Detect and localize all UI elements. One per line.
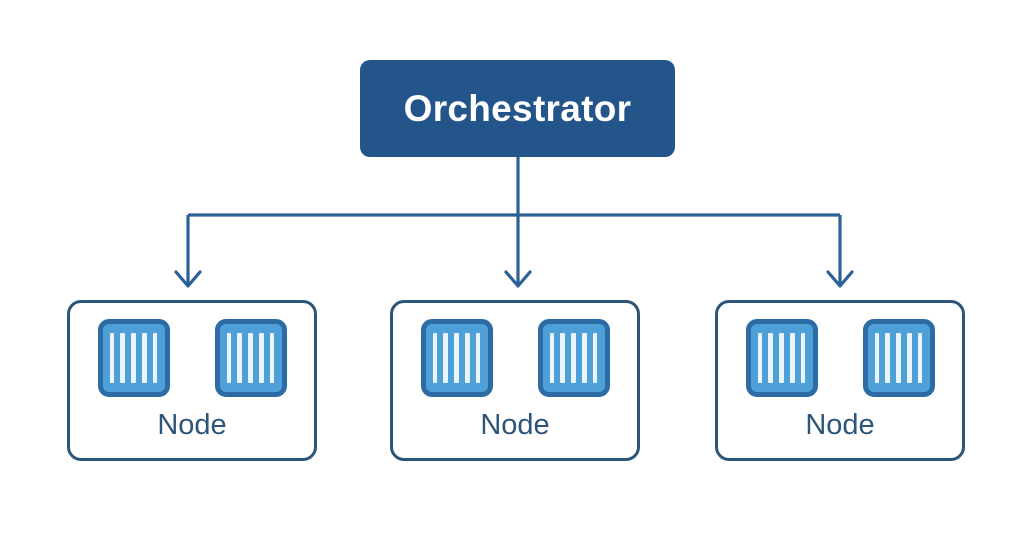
server-bar [454, 333, 459, 383]
orchestrator-node[interactable]: Orchestrator [360, 60, 675, 157]
server-bar [475, 333, 481, 383]
server-bar [120, 333, 126, 383]
node-icon-row [70, 319, 314, 397]
server-icon [862, 319, 935, 397]
server-bar [269, 333, 275, 383]
server-bar [800, 333, 806, 383]
server-icon [97, 319, 170, 397]
server-bar [109, 333, 115, 383]
server-bar [226, 333, 232, 383]
node-icon-row [718, 319, 962, 397]
server-bar [779, 333, 784, 383]
server-bar [757, 333, 763, 383]
server-bar [571, 333, 576, 383]
orchestrator-label: Orchestrator [403, 88, 632, 129]
node-box[interactable]: Node [67, 300, 317, 461]
server-icon [745, 319, 818, 397]
node-box[interactable]: Node [715, 300, 965, 461]
server-bar [885, 333, 891, 383]
server-bar [874, 333, 880, 383]
server-icon [537, 319, 610, 397]
server-bar [549, 333, 555, 383]
server-bar [917, 333, 923, 383]
server-bar [896, 333, 901, 383]
server-bar [464, 333, 470, 383]
server-bar [789, 333, 795, 383]
server-bar [906, 333, 912, 383]
server-bar [768, 333, 774, 383]
node-box[interactable]: Node [390, 300, 640, 461]
server-bar [432, 333, 438, 383]
arrowhead-right-icon [826, 270, 854, 288]
server-bar [560, 333, 566, 383]
server-bar [237, 333, 243, 383]
node-icon-row [393, 319, 637, 397]
arrowhead-left-icon [174, 270, 202, 288]
server-bar [152, 333, 158, 383]
server-icon [420, 319, 493, 397]
node-label: Node [157, 409, 227, 441]
arrowhead-middle-icon [504, 270, 532, 288]
node-label: Node [805, 409, 875, 441]
server-bar [248, 333, 253, 383]
server-bar [258, 333, 264, 383]
server-icon [214, 319, 287, 397]
server-bar [131, 333, 136, 383]
server-bar [581, 333, 587, 383]
node-label: Node [480, 409, 550, 441]
server-bar [592, 333, 598, 383]
server-bar [141, 333, 147, 383]
server-bar [443, 333, 449, 383]
